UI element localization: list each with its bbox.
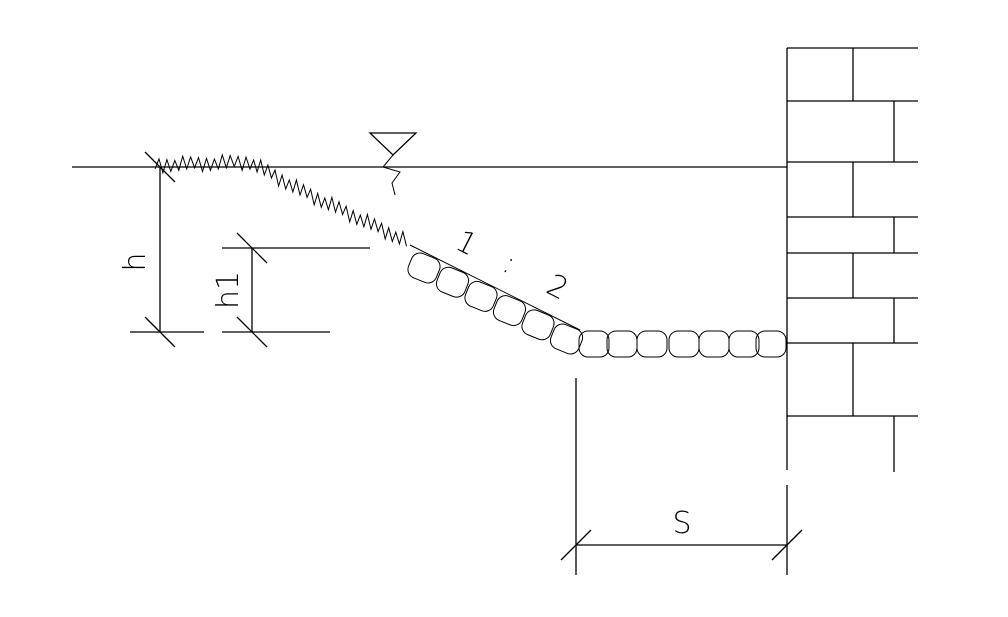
grass-slope [154,153,407,247]
label-s: S [672,506,691,541]
slope-ratio-1: 1 [450,224,483,264]
slope-ratio-separator: : [497,246,522,282]
dimension-h [130,151,204,348]
dimension-s [560,378,803,575]
riprap-stone [636,330,668,358]
riprap-stone [755,330,787,358]
label-h1: h1 [211,271,246,309]
slope-line [409,244,581,331]
riprap-stone [521,309,555,341]
riprap-stone [698,330,730,358]
riprap-stones [407,252,787,358]
riprap-stone [728,330,760,358]
riprap-stone [464,280,498,312]
masonry-wall [786,47,918,472]
riprap-stone [578,330,610,358]
riprap-stone [606,330,638,358]
riprap-stone [549,323,584,355]
riprap-stone [668,330,700,358]
label-h: h [118,252,153,271]
riprap-stone [435,266,470,298]
water-level-triangle-icon [368,132,418,196]
slope-ratio-2: 2 [541,268,574,308]
dimension-h1 [222,232,370,348]
riprap-stone [492,295,527,327]
riprap-stone [407,252,441,284]
